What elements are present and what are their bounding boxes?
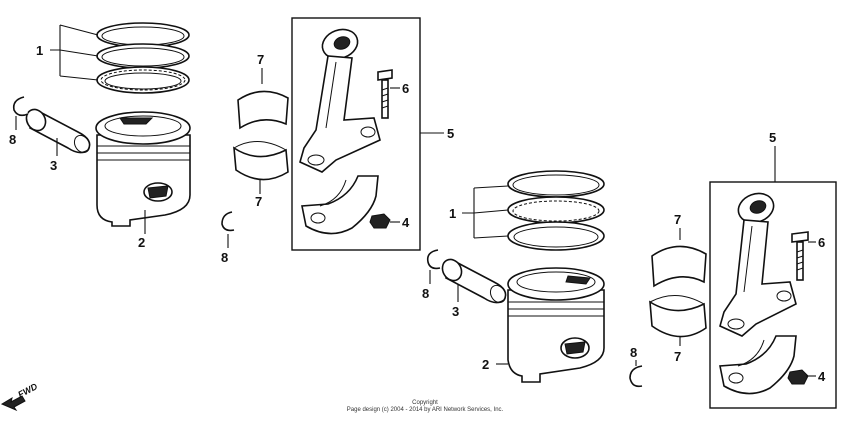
piston-pin-clip-lower-left[interactable]	[221, 211, 235, 232]
rod-cap-left[interactable]	[301, 175, 379, 235]
piston-pin-left[interactable]	[23, 106, 93, 155]
label-rings-right: 1	[449, 206, 456, 221]
label-rod-left: 5	[447, 126, 454, 141]
piston-pin-clip-lower-right[interactable]	[629, 365, 643, 388]
copyright-line-1: Copyright	[412, 400, 438, 406]
forward-label: FWD	[16, 381, 39, 400]
label-bearing-lower-right: 7	[674, 349, 681, 364]
label-piston-left: 2	[138, 235, 145, 250]
label-clip-lower-left: 8	[221, 250, 228, 265]
leader-rings-left	[50, 24, 99, 81]
rod-cap-right[interactable]	[719, 335, 797, 395]
label-clip-lower-right: 8	[630, 345, 637, 360]
bearing-upper-left[interactable]	[237, 90, 289, 130]
forward-direction-indicator: FWD	[0, 381, 39, 412]
connecting-rod-right[interactable]	[719, 189, 797, 337]
piston-pin-clip-upper-left[interactable]	[12, 96, 29, 117]
leader-rings-right	[462, 185, 509, 239]
label-bolt-left: 6	[402, 81, 409, 96]
label-rings-left: 1	[36, 43, 43, 58]
rod-nut-left[interactable]	[369, 213, 391, 229]
piston-pin-clip-upper-right[interactable]	[426, 249, 441, 270]
label-pin-left: 3	[50, 158, 57, 173]
bearing-lower-left[interactable]	[233, 141, 289, 181]
forward-arrow-icon	[0, 395, 26, 412]
rod-nut-right[interactable]	[787, 369, 809, 385]
label-bolt-right: 6	[818, 235, 825, 250]
rod-bolt-right[interactable]	[791, 231, 809, 281]
piston-right[interactable]	[507, 267, 605, 383]
label-rod-right: 5	[769, 130, 776, 145]
copyright-line-2: Page design (c) 2004 - 2014 by ARI Netwo…	[347, 407, 504, 413]
rod-bolt-left[interactable]	[377, 69, 393, 119]
piston-pin-right[interactable]	[439, 256, 509, 305]
piston-rings-left[interactable]	[96, 22, 190, 94]
label-clip-upper-right: 8	[422, 286, 429, 301]
piston-rings-right[interactable]	[507, 170, 605, 251]
connecting-rod-box-right	[709, 181, 837, 409]
label-pin-right: 3	[452, 304, 459, 319]
label-bearing-upper-left: 7	[257, 52, 264, 67]
label-bearing-lower-left: 7	[255, 194, 262, 209]
connecting-rod-box-left	[291, 17, 421, 251]
bearing-upper-right[interactable]	[651, 245, 707, 288]
bearing-lower-right[interactable]	[649, 295, 707, 338]
label-nut-right: 4	[818, 369, 826, 384]
piston-left[interactable]	[95, 111, 191, 227]
label-nut-left: 4	[402, 215, 410, 230]
label-piston-right: 2	[482, 357, 489, 372]
label-bearing-upper-right: 7	[674, 212, 681, 227]
label-clip-upper-left: 8	[9, 132, 16, 147]
connecting-rod-left[interactable]	[299, 25, 381, 173]
